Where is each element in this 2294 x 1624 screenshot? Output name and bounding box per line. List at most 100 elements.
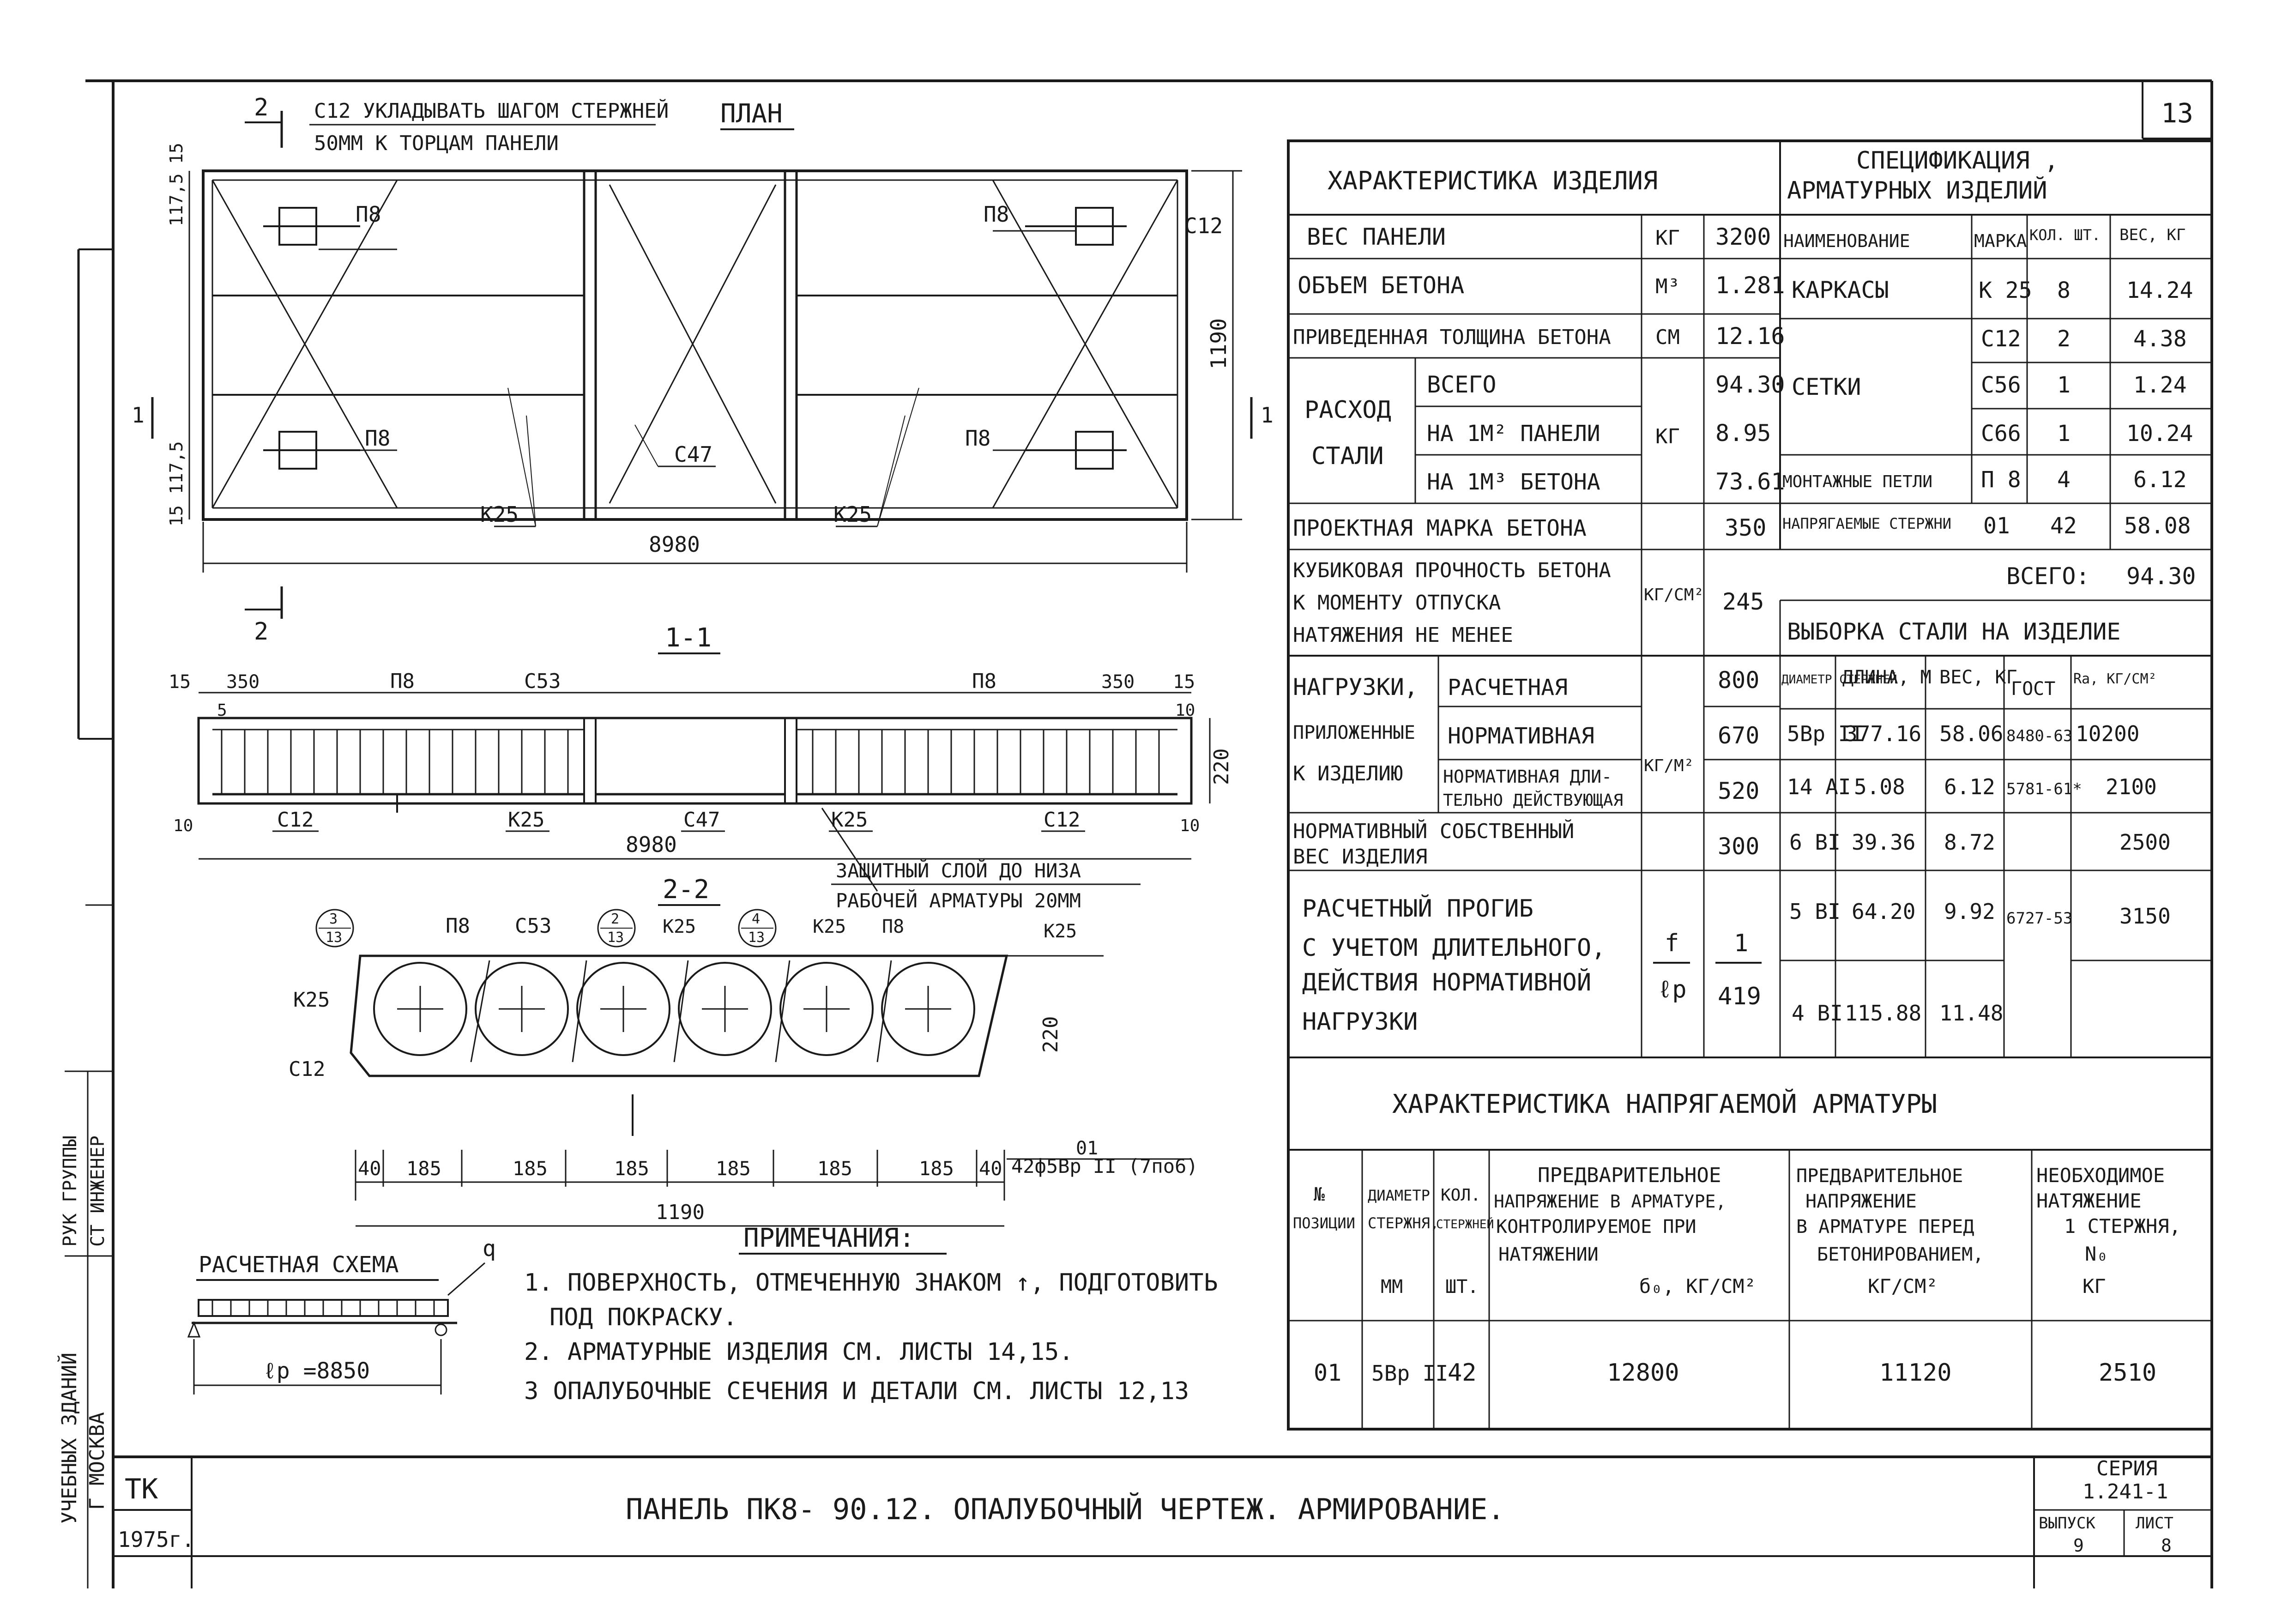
plan-label-k25-2: К25 (833, 502, 872, 527)
section-mark-1-left: 1 (132, 403, 145, 428)
s11-dim-10-right: 10 (1175, 701, 1195, 720)
deflection-line-1: РАСЧЕТНЫЙ ПРОГИБ (1302, 894, 1533, 923)
s11-cover-note-1: ЗАЩИТНЫЙ СЛОЙ ДО НИЗА (836, 859, 1081, 882)
sel-row3-ra: 2500 (2119, 830, 2171, 855)
ps-h1-l2: ПОЗИЦИИ (1293, 1214, 1355, 1232)
char-unit-volume: М³ (1655, 275, 1680, 298)
issue-number: 9 (2073, 1535, 2084, 1556)
ps-h4-l4: НАТЯЖЕНИИ (1498, 1244, 1599, 1265)
steel-total-label: ВСЕГО (1427, 371, 1497, 398)
spec-header-qty: КОЛ. ШТ. (2029, 226, 2101, 244)
plan-dim-top2: 117,5 (166, 174, 187, 226)
steel-unit: КГ (1655, 425, 1680, 448)
sel-row5-w: 11.48 (1939, 1001, 2003, 1026)
spec-01-mark: 01 (1983, 513, 2010, 539)
cube-unit: КГ/СМ² (1644, 586, 1704, 604)
section-mark-2-top: 2 (254, 94, 268, 121)
char-value-weight: 3200 (1715, 223, 1771, 250)
sel-row1-w: 58.06 (1939, 721, 2003, 746)
s22-dim-220: 220 (1039, 1016, 1062, 1053)
s11-label-k25-2: К25 (831, 808, 868, 832)
char-label-volume: ОБЪЕМ БЕТОНА (1298, 272, 1464, 299)
spec-group-tendons: НАПРЯГАЕМЫЕ СТЕРЖНИ (1782, 515, 1951, 532)
spec-c66-qty: 1 (2057, 421, 2071, 447)
ps-row-d: 5Вр II (1371, 1361, 1448, 1386)
ps-h2-l1: ДИАМЕТР (1368, 1187, 1430, 1204)
s22-label-p8-2: П8 (882, 916, 904, 937)
selfweight-value: 300 (1718, 833, 1759, 860)
side-text-city-2: Г МОСКВА (85, 1412, 109, 1510)
char-unit-thickness: СМ (1655, 326, 1680, 349)
plan-label-k25-1: К25 (480, 502, 519, 527)
s22-dim-185-2: 185 (513, 1157, 548, 1180)
load-long-value: 520 (1718, 778, 1759, 804)
section-1-1: 1-1 П8 С53 (169, 623, 1233, 912)
s22-label-k25-3: К25 (1044, 921, 1077, 942)
plan-label-c12: С12 (1184, 213, 1223, 238)
voids (373, 962, 975, 1056)
callout-3-sheet: 13 (326, 930, 342, 946)
side-text-group: РУК ГРУППЫ (60, 1135, 81, 1247)
series-number: 1.241-1 (2083, 1480, 2168, 1503)
loads-line-2: ПРИЛОЖЕННЫЕ (1293, 722, 1415, 743)
ps-row-qty: 42 (1448, 1359, 1477, 1387)
ps-h5-l3: В АРМАТУРЕ ПЕРЕД (1796, 1216, 1974, 1238)
spec-c66-mark: С66 (1981, 421, 2021, 447)
s11-dim-220: 220 (1210, 749, 1233, 785)
sel-row2-gost: 5781-61* (2006, 780, 2082, 798)
steel-per-m2-value: 8.95 (1715, 420, 1771, 447)
plan-view: ПЛАН С12 УКЛАДЫВАТЬ ШАГОМ СТЕРЖНЕЙ 50ММ … (132, 94, 1274, 646)
plan-dim-bot2: 117,5 (166, 441, 187, 494)
ps-h2-l4: ММ (1381, 1276, 1403, 1298)
notes-title: ПРИМЕЧАНИЯ: (743, 1223, 915, 1253)
title-block: ТК 1975г. ПАНЕЛЬ ПК8- 90.12. ОПАЛУБОЧНЫЙ… (113, 1457, 2212, 1588)
ps-h3-l1: КОЛ. (1441, 1186, 1481, 1205)
s22-dim-185-4: 185 (716, 1157, 751, 1180)
selection-title: ВЫБОРКА СТАЛИ НА ИЗДЕЛИЕ (1787, 618, 2120, 645)
calc-scheme-span: ℓр =8850 (263, 1358, 370, 1384)
plan-label-p8-2: П8 (365, 426, 390, 451)
grade-value: 350 (1725, 514, 1766, 541)
s11-dim-15-right: 15 (1173, 671, 1195, 693)
ps-h6-l3: 1 СТЕРЖНЯ, (2064, 1215, 2181, 1238)
selfweight-line-2: ВЕС ИЗДЕЛИЯ (1293, 845, 1427, 869)
spec-p8-mark: П 8 (1981, 467, 2021, 493)
sel-row4-gost: 6727-53 (2006, 909, 2072, 928)
plan-dim-bot: 15 (166, 505, 187, 526)
cube-line-2: К МОМЕНТУ ОТПУСКА (1293, 591, 1501, 615)
sheet-label: ЛИСТ (2136, 1514, 2173, 1533)
side-text-engineer: СТ ИНЖЕНЕР (87, 1135, 109, 1247)
s11-dim-10-left: 10 (173, 816, 193, 835)
sel-row2-ra: 2100 (2106, 774, 2157, 799)
s22-label-c12: С12 (289, 1057, 325, 1081)
char-label-weight: ВЕС ПАНЕЛИ (1307, 223, 1446, 250)
s22-dim-185-6: 185 (919, 1157, 954, 1180)
load-long-label-1: НОРМАТИВНАЯ ДЛИ- (1443, 767, 1612, 787)
steel-label-2: СТАЛИ (1311, 442, 1384, 470)
cube-line-3: НАТЯЖЕНИЯ НЕ МЕНЕЕ (1293, 623, 1513, 647)
s11-label-p8-1: П8 (390, 670, 415, 693)
stamp-year: 1975г. (118, 1527, 194, 1552)
spec-header-weight: ВЕС, КГ (2119, 226, 2185, 244)
specification-table: СПЕЦИФИКАЦИЯ , АРМАТУРНЫХ ИЗДЕЛИЙ НАИМЕН… (1782, 147, 2196, 590)
spec-header-mark: МАРКА (1974, 231, 2027, 251)
drawing-title: ПАНЕЛЬ ПК8- 90.12. ОПАЛУБОЧНЫЙ ЧЕРТЕЖ. А… (626, 1492, 1505, 1526)
callout-3-13: 3 13 (315, 909, 354, 948)
ps-row-n: 2510 (2099, 1359, 2156, 1387)
s22-label-p8: П8 (446, 914, 470, 938)
series-label: СЕРИЯ (2096, 1457, 2157, 1480)
callout-4-sheet: 13 (748, 930, 765, 946)
deflection-line-2: С УЧЕТОМ ДЛИТЕЛЬНОГО, (1302, 934, 1606, 962)
ps-h4-l1: ПРЕДВАРИТЕЛЬНОЕ (1538, 1164, 1721, 1187)
sel-row4-ra: 3150 (2119, 904, 2171, 929)
spec-header-name: НАИМЕНОВАНИЕ (1783, 231, 1910, 251)
steel-per-m3-value: 73.61 (1715, 468, 1785, 495)
note-1-cont: ПОД ПОКРАСКУ. (549, 1304, 737, 1331)
steel-per-m3-label: НА 1М³ БЕТОНА (1427, 469, 1600, 495)
ps-h4-l5: б₀, КГ/СМ² (1639, 1275, 1756, 1298)
ps-h1-l1: № (1314, 1184, 1325, 1205)
callout-2-sheet: 13 (607, 930, 624, 946)
loads-line-1: НАГРУЗКИ, (1293, 674, 1418, 700)
ps-h5-l4: БЕТОНИРОВАНИЕМ, (1817, 1244, 1984, 1265)
calc-scheme-title: РАСЧЕТНАЯ СХЕМА (199, 1252, 399, 1278)
